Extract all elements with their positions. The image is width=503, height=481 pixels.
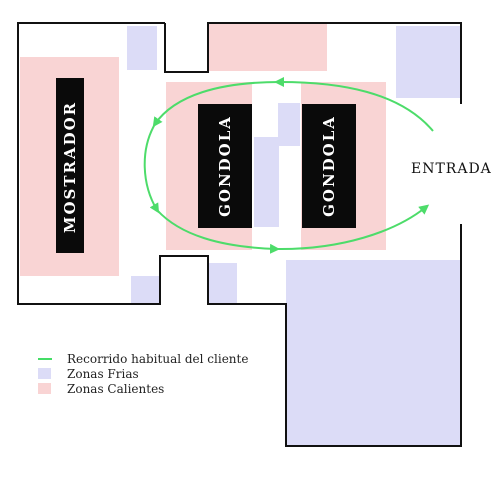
- walls: [17, 22, 462, 447]
- legend-hot-row: Zonas Calientes: [38, 381, 248, 396]
- mostrador-label: MOSTRADOR: [61, 101, 79, 233]
- customer-path: [143, 77, 434, 254]
- cold-zones: [127, 26, 460, 446]
- entrance-label: ENTRADA: [411, 161, 492, 177]
- cold-zone-large: [286, 260, 460, 446]
- cold-zone-bottom-left: [131, 276, 159, 303]
- legend-path-row: Recorrido habitual del cliente: [38, 351, 248, 366]
- legend-hot-swatch: [38, 383, 51, 394]
- hot-zone-top: [208, 24, 327, 71]
- cold-zone-center-cell: [278, 103, 300, 146]
- mostrador-block: [56, 78, 84, 253]
- legend-path-swatch: [38, 357, 52, 360]
- gondola-right-label: GONDOLA: [320, 115, 338, 217]
- legend-path-label: Recorrido habitual del cliente: [67, 351, 249, 366]
- legend: Recorrido habitual del cliente Zonas Fri…: [38, 351, 248, 396]
- legend-hot-label: Zonas Calientes: [67, 381, 165, 396]
- cold-zone-top-left: [127, 26, 157, 70]
- path-segment-bottom-left: [156, 209, 280, 254]
- fixtures: MOSTRADOR GONDOLA GONDOLA: [56, 78, 356, 253]
- cold-zone-center-strip: [254, 137, 279, 227]
- wall-right: [164, 22, 462, 104]
- legend-cold-swatch: [38, 368, 51, 379]
- gondola-right-block: [302, 104, 356, 228]
- cold-zone-top-right: [396, 26, 460, 98]
- legend-cold-row: Zonas Frias: [38, 366, 248, 381]
- cold-zone-bottom-middle: [209, 263, 237, 303]
- path-segment-left: [143, 123, 160, 214]
- path-segment-bottom-right: [275, 204, 430, 251]
- wall-left: [17, 22, 462, 447]
- legend-cold-label: Zonas Frias: [67, 366, 139, 381]
- gondola-left-label: GONDOLA: [216, 115, 234, 217]
- gondola-left-block: [198, 104, 252, 228]
